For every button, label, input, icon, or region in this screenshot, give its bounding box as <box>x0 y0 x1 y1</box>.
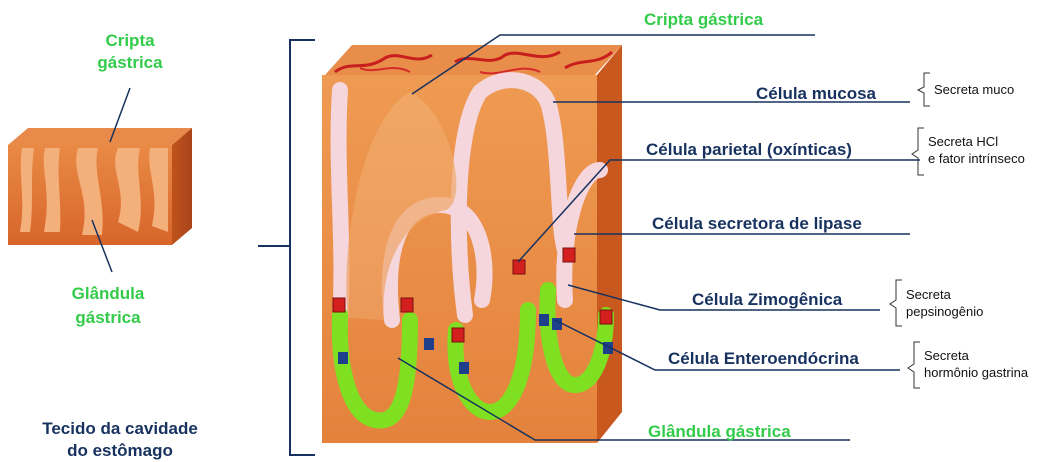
parietal-note: Secreta HCl e fator intrínseco <box>928 133 1025 167</box>
parietal-cell <box>513 260 525 274</box>
enteroendocrine-cell <box>459 362 469 374</box>
celula-lipase-label: Célula secretora de lipase <box>652 214 862 234</box>
entero-note-line1: Secreta <box>924 347 1028 364</box>
tissue-caption-line1: Tecido da cavidade <box>20 418 220 440</box>
big-bracket <box>258 40 315 455</box>
small-glandula-line1: Glândula <box>58 282 158 306</box>
glandula-gastrica-label: Glândula gástrica <box>648 422 791 442</box>
celula-mucosa-label: Célula mucosa <box>756 84 876 104</box>
zimogenica-note-line1: Secreta <box>906 286 983 303</box>
small-block-side <box>172 128 192 245</box>
enteroendocrine-cell <box>338 352 348 364</box>
parietal-cell <box>333 298 345 312</box>
mucous-cell-layer <box>339 90 342 320</box>
parietal-note-bracket <box>912 128 924 175</box>
parietal-cell <box>401 298 413 312</box>
big-tissue-block <box>322 45 622 443</box>
enteroendocrine-cell <box>424 338 434 350</box>
celula-enteroendocrina-label: Célula Enteroendócrina <box>668 349 859 369</box>
parietal-cell <box>452 328 464 342</box>
mucosa-note: Secreta muco <box>934 81 1014 98</box>
small-glandula-label: Glândula gástrica <box>58 282 158 330</box>
enteroendocrine-cell <box>539 314 549 326</box>
parietal-cell <box>563 248 575 262</box>
parietal-cell <box>600 310 612 324</box>
zimogenica-note: Secreta pepsinogênio <box>906 286 983 320</box>
celula-parietal-label: Célula parietal (oxínticas) <box>646 140 852 160</box>
small-block-top <box>8 128 192 145</box>
entero-note-line2: hormônio gastrina <box>924 364 1028 381</box>
big-block-side <box>597 45 622 443</box>
enteroendocrine-cell <box>552 318 562 330</box>
tissue-caption-line2: do estômago <box>20 440 220 462</box>
small-tissue-block <box>8 88 192 272</box>
mucosa-note-bracket <box>918 73 930 106</box>
tissue-caption: Tecido da cavidade do estômago <box>20 418 220 462</box>
small-glandula-line2: gástrica <box>58 306 158 330</box>
small-cripta-label: Cripta gástrica <box>80 30 180 74</box>
cripta-gastrica-label: Cripta gástrica <box>644 10 763 30</box>
small-cripta-line1: Cripta <box>80 30 180 52</box>
small-cripta-line2: gástrica <box>80 52 180 74</box>
parietal-note-line2: e fator intrínseco <box>928 150 1025 167</box>
entero-note-bracket <box>908 342 920 388</box>
zimogenica-note-bracket <box>890 280 902 326</box>
zimogenica-note-line2: pepsinogênio <box>906 303 983 320</box>
parietal-note-line1: Secreta HCl <box>928 133 1025 150</box>
entero-note: Secreta hormônio gastrina <box>924 347 1028 381</box>
celula-zimogenica-label: Célula Zimogênica <box>692 290 842 310</box>
